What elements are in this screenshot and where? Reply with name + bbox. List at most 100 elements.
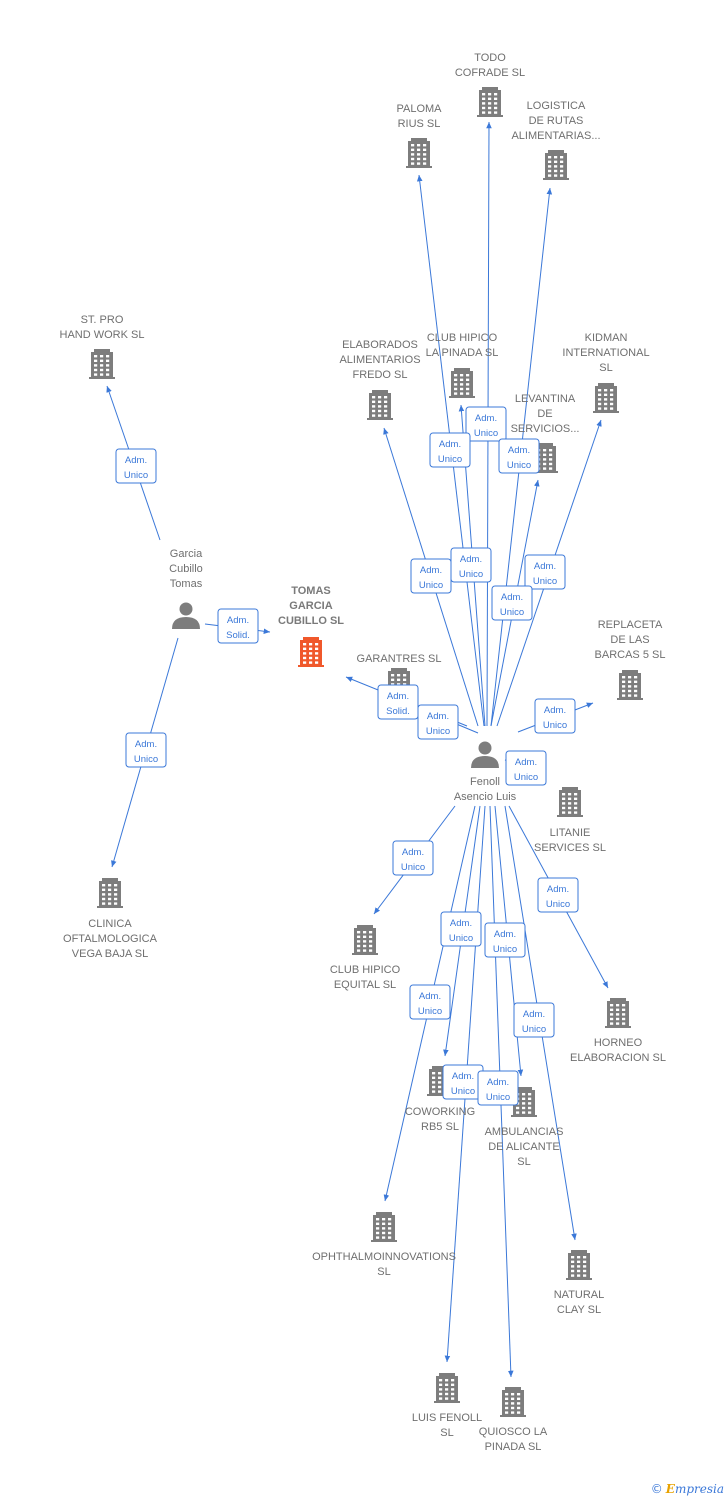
- role-text: Unico: [459, 569, 483, 580]
- node-label: COFRADE SL: [455, 67, 525, 79]
- node-label: Tomas: [170, 578, 203, 590]
- role-text: Unico: [401, 862, 425, 873]
- company-node-paloma[interactable]: PALOMA RIUS SL: [396, 103, 442, 168]
- node-label: RIUS SL: [398, 118, 441, 130]
- role-text: Adm.: [460, 554, 482, 565]
- node-label: Asencio Luis: [454, 791, 517, 803]
- role-text: Adm.: [387, 691, 409, 702]
- role-text: Solid.: [226, 630, 250, 641]
- role-badge[interactable]: Adm.Unico: [465, 406, 507, 442]
- role-badge[interactable]: Adm.Unico: [429, 432, 471, 468]
- building-icon: [566, 1250, 592, 1280]
- role-badge[interactable]: Adm.Unico: [392, 840, 434, 876]
- role-text: Unico: [134, 754, 158, 765]
- role-text: Adm.: [534, 561, 556, 572]
- node-label: COWORKING: [405, 1106, 475, 1118]
- building-icon: [352, 925, 378, 955]
- role-badge[interactable]: Adm.Unico: [524, 554, 566, 590]
- edges-layer: [106, 121, 609, 1378]
- role-badge[interactable]: Adm.Unico: [505, 750, 547, 786]
- role-badge[interactable]: Adm.Unico: [491, 585, 533, 621]
- company-node-todo[interactable]: TODO COFRADE SL: [455, 52, 525, 117]
- brand-name: mpresia: [674, 1482, 724, 1496]
- node-label: KIDMAN: [585, 332, 628, 344]
- role-text: Adm.: [547, 884, 569, 895]
- role-text: Unico: [507, 460, 531, 471]
- node-label: CUBILLO SL: [278, 615, 344, 627]
- node-label: CLINICA: [88, 918, 132, 930]
- node-label: PALOMA: [396, 103, 442, 115]
- node-label: NATURAL: [554, 1289, 605, 1301]
- node-label: TODO: [474, 52, 506, 64]
- role-badge[interactable]: Adm.Unico: [115, 448, 157, 484]
- node-label: LOGISTICA: [527, 100, 586, 112]
- building-icon: [298, 637, 324, 667]
- node-label: RB5 SL: [421, 1121, 459, 1133]
- role-text: Unico: [486, 1092, 510, 1103]
- node-label: HORNEO: [594, 1037, 643, 1049]
- role-badge[interactable]: Adm. Unico: [450, 547, 492, 583]
- company-node-litanie[interactable]: LITANIE SERVICES SL: [534, 787, 606, 854]
- node-label: SL: [377, 1266, 390, 1278]
- node-label: SERVICES SL: [534, 842, 606, 854]
- role-text: Adm.: [135, 739, 157, 750]
- person-icon: [172, 602, 200, 629]
- role-badge[interactable]: Adm.Unico: [410, 558, 452, 594]
- role-text: Adm.: [544, 705, 566, 716]
- role-text: Unico: [543, 720, 567, 731]
- node-label: LA PINADA SL: [426, 347, 499, 359]
- role-badge[interactable]: Adm.Unico: [484, 922, 526, 958]
- building-icon: [543, 150, 569, 180]
- node-label: Garcia: [170, 548, 203, 560]
- role-badge[interactable]: Adm.Unico: [417, 704, 459, 740]
- role-badge[interactable]: Adm. Unico: [534, 698, 576, 734]
- role-badge[interactable]: Adm.Unico: [498, 438, 540, 474]
- role-badge[interactable]: Adm.Unico: [442, 1064, 484, 1100]
- role-text: Adm.: [501, 592, 523, 603]
- node-label: LITANIE: [550, 827, 591, 839]
- node-label: DE LAS: [610, 634, 649, 646]
- role-badge[interactable]: Adm.Solid.: [217, 608, 259, 644]
- role-badge[interactable]: Adm.Unico: [440, 911, 482, 947]
- nodes-layer: TODO COFRADE SL PALOMA RIUS SL LOGISTICA DE R…: [60, 52, 666, 1453]
- role-text: Unico: [546, 899, 570, 910]
- role-badge[interactable]: Adm.Unico: [477, 1070, 519, 1106]
- node-label: GARANTRES SL: [357, 653, 442, 665]
- building-icon: [434, 1373, 460, 1403]
- copyright-icon: ©: [650, 1482, 663, 1496]
- node-label: EQUITAL SL: [334, 979, 396, 991]
- role-badge[interactable]: Adm.Unico: [409, 984, 451, 1020]
- node-label: SL: [440, 1427, 453, 1439]
- role-badge[interactable]: Adm.Solid.: [377, 684, 419, 720]
- node-label: ST. PRO: [81, 314, 124, 326]
- node-label: Fenoll: [470, 776, 500, 788]
- role-text: Unico: [449, 933, 473, 944]
- building-icon: [449, 368, 475, 398]
- empresia-footer[interactable]: ©Empresia: [651, 1482, 724, 1496]
- role-badge[interactable]: Adm. Unico: [537, 877, 579, 913]
- role-badge[interactable]: Adm.Unico: [513, 1002, 555, 1038]
- role-text: Unico: [522, 1024, 546, 1035]
- node-label: ALIMENTARIOS: [339, 354, 420, 366]
- role-badge[interactable]: Adm. Unico: [125, 732, 167, 768]
- node-label: DE RUTAS: [529, 115, 584, 127]
- roles-layer: Adm.UnicoAdm.Solid.Adm.UnicoAdm.UnicoAdm…: [115, 406, 579, 1106]
- node-label: FREDO SL: [352, 369, 407, 381]
